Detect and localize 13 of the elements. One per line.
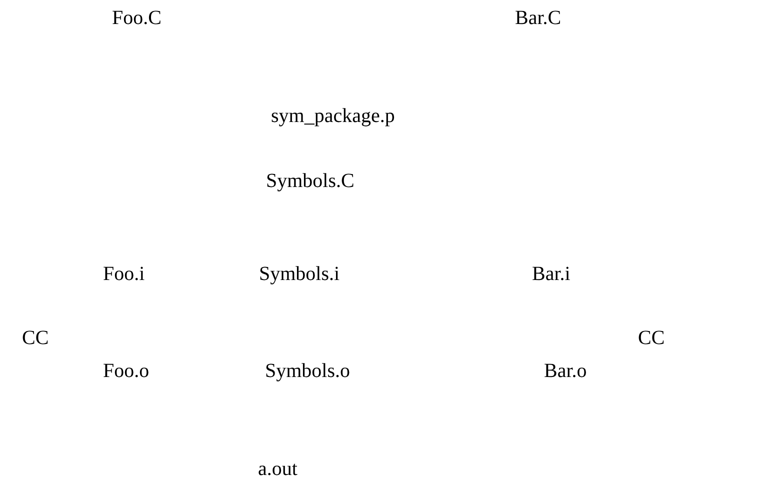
command-name: CC (22, 326, 49, 350)
file-name: Bar.i (532, 262, 570, 286)
file-name: Foo.i (103, 262, 145, 286)
command-name: CC (638, 326, 665, 350)
file-name: a.out (258, 457, 298, 481)
file-name: Symbols.C (266, 169, 354, 193)
file-name: Symbols.o (265, 359, 350, 383)
file-name: Symbols.i (259, 262, 340, 286)
file-name: sym_package.p (271, 104, 395, 128)
file-name: Foo.o (103, 359, 150, 383)
file-name: Bar.o (544, 359, 587, 383)
file-name: Foo.C (112, 6, 162, 30)
file-name: Bar.C (515, 6, 562, 30)
